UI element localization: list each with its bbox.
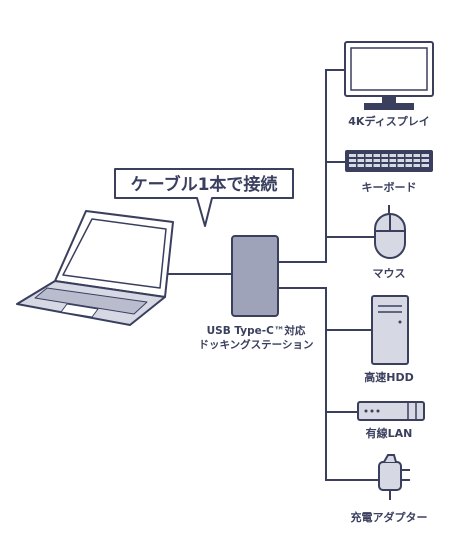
router-icon	[357, 401, 425, 421]
hdd-icon	[371, 295, 409, 365]
device-label-lan: 有線LAN	[366, 426, 413, 440]
connection-lines	[165, 69, 379, 481]
mouse-icon	[374, 205, 406, 259]
lower-bus-line	[278, 287, 379, 481]
power-adapter-icon	[378, 454, 410, 500]
docking-station-icon	[231, 235, 279, 317]
device-label-adapter: 充電アダプター	[351, 510, 428, 524]
monitor-icon	[344, 41, 434, 110]
laptop-icon	[16, 210, 174, 326]
keyboard-icon	[345, 150, 433, 172]
bubble-text: ケーブル1本で接続	[131, 174, 278, 195]
dock-label-line2: ドッキングステーション	[199, 338, 314, 351]
device-label-hdd: 高速HDD	[364, 370, 413, 384]
upper-bus-line	[278, 69, 345, 263]
device-label-mouse: マウス	[373, 267, 406, 280]
device-label-monitor: 4Kディスプレイ	[348, 114, 429, 128]
device-label-keyboard: キーボード	[362, 180, 417, 194]
dock-label-line1: USB Type-C™対応	[207, 324, 306, 337]
speech-bubble: ケーブル1本で接続	[114, 168, 294, 227]
